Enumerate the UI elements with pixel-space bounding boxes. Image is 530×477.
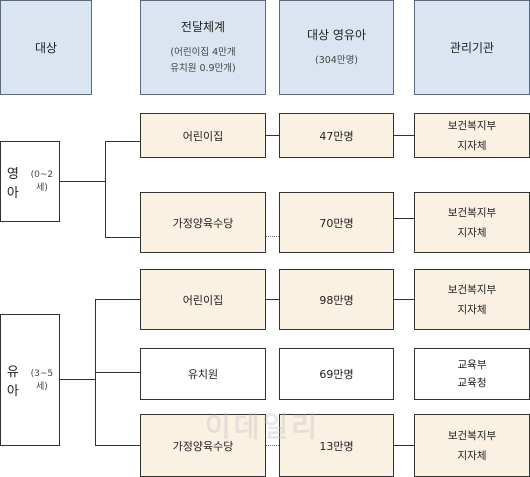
header-infants-title: 대상 영유아: [306, 28, 366, 42]
agency-line: 지자체: [457, 449, 487, 462]
connector: [95, 299, 140, 300]
channel-label: 어린이집: [182, 293, 224, 307]
count-label: 13만명: [319, 439, 354, 453]
watermark: 이데일리: [205, 410, 321, 443]
connector: [266, 135, 279, 136]
group-label-child-text: 유아: [6, 365, 19, 399]
agency-cell: 보건복지부 지자체: [414, 414, 530, 477]
connector: [394, 135, 414, 136]
count-label: 47만명: [319, 129, 354, 143]
agency-cell: 보건복지부 지자체: [414, 113, 530, 158]
count-cell: 69만명: [279, 348, 394, 400]
group-label-infant-age: (0~2세): [30, 170, 54, 193]
agency-line: 보건복지부: [447, 119, 497, 132]
channel-cell: 가정양육수당: [140, 414, 266, 477]
connector: [60, 181, 105, 182]
channel-label: 가정양육수당: [172, 439, 234, 453]
header-channel-title: 전달체계: [180, 20, 226, 34]
connector: [105, 141, 106, 238]
connector: [95, 372, 140, 373]
agency-cell: 보건복지부 지자체: [414, 192, 530, 253]
agency-line: 교육부: [457, 359, 487, 371]
agency-line: 보건복지부: [447, 429, 497, 442]
agency-cell: 보건복지부 지자체: [414, 269, 530, 330]
channel-label: 어린이집: [182, 129, 224, 143]
agency-line: 교육청: [457, 377, 487, 389]
count-label: 70만명: [319, 216, 354, 230]
header-channel: 전달체계 (어린이집 4만개 유치원 0.9만개): [140, 0, 266, 95]
count-cell: 70만명: [279, 192, 394, 253]
count-label: 69만명: [319, 368, 354, 381]
connector: [60, 379, 95, 380]
header-infants-line1: (304만명): [314, 55, 359, 66]
channel-cell: 유치원: [140, 348, 266, 400]
connector: [266, 299, 279, 300]
connector: [394, 299, 414, 300]
agency-line: 지자체: [457, 303, 487, 316]
connector: [394, 218, 414, 219]
group-label-child: 유아 (3~5세): [0, 314, 60, 446]
agency-line: 지자체: [457, 226, 487, 239]
header-agency: 관리기관: [414, 0, 530, 95]
count-label: 98만명: [319, 293, 354, 307]
dotted-connector: [266, 445, 279, 446]
channel-cell: 어린이집: [140, 113, 266, 158]
agency-line: 보건복지부: [447, 283, 497, 296]
connector: [394, 445, 414, 446]
channel-label: 가정양육수당: [172, 216, 234, 230]
channel-label: 유치원: [187, 368, 219, 381]
channel-cell: 가정양육수당: [140, 192, 266, 253]
connector: [95, 445, 140, 446]
header-channel-line1: (어린이집 4만개: [170, 47, 236, 58]
count-cell: 47만명: [279, 113, 394, 158]
group-label-infant: 영아 (0~2세): [0, 141, 60, 222]
channel-cell: 어린이집: [140, 269, 266, 330]
agency-line: 지자체: [457, 139, 487, 152]
header-infants: 대상 영유아 (304만명): [279, 0, 394, 95]
group-label-infant-text: 영아: [6, 166, 19, 201]
header-channel-line2: 유치원 0.9만개): [170, 63, 236, 74]
header-target: 대상: [0, 0, 92, 95]
agency-cell: 교육부 교육청: [414, 348, 530, 400]
header-target-label: 대상: [34, 41, 58, 55]
agency-line: 보건복지부: [447, 206, 497, 219]
dotted-connector: [266, 236, 279, 237]
count-cell: 98만명: [279, 269, 394, 330]
header-agency-label: 관리기관: [449, 41, 495, 55]
group-label-child-age: (3~5세): [30, 368, 54, 392]
connector: [105, 141, 140, 142]
connector: [105, 237, 140, 238]
